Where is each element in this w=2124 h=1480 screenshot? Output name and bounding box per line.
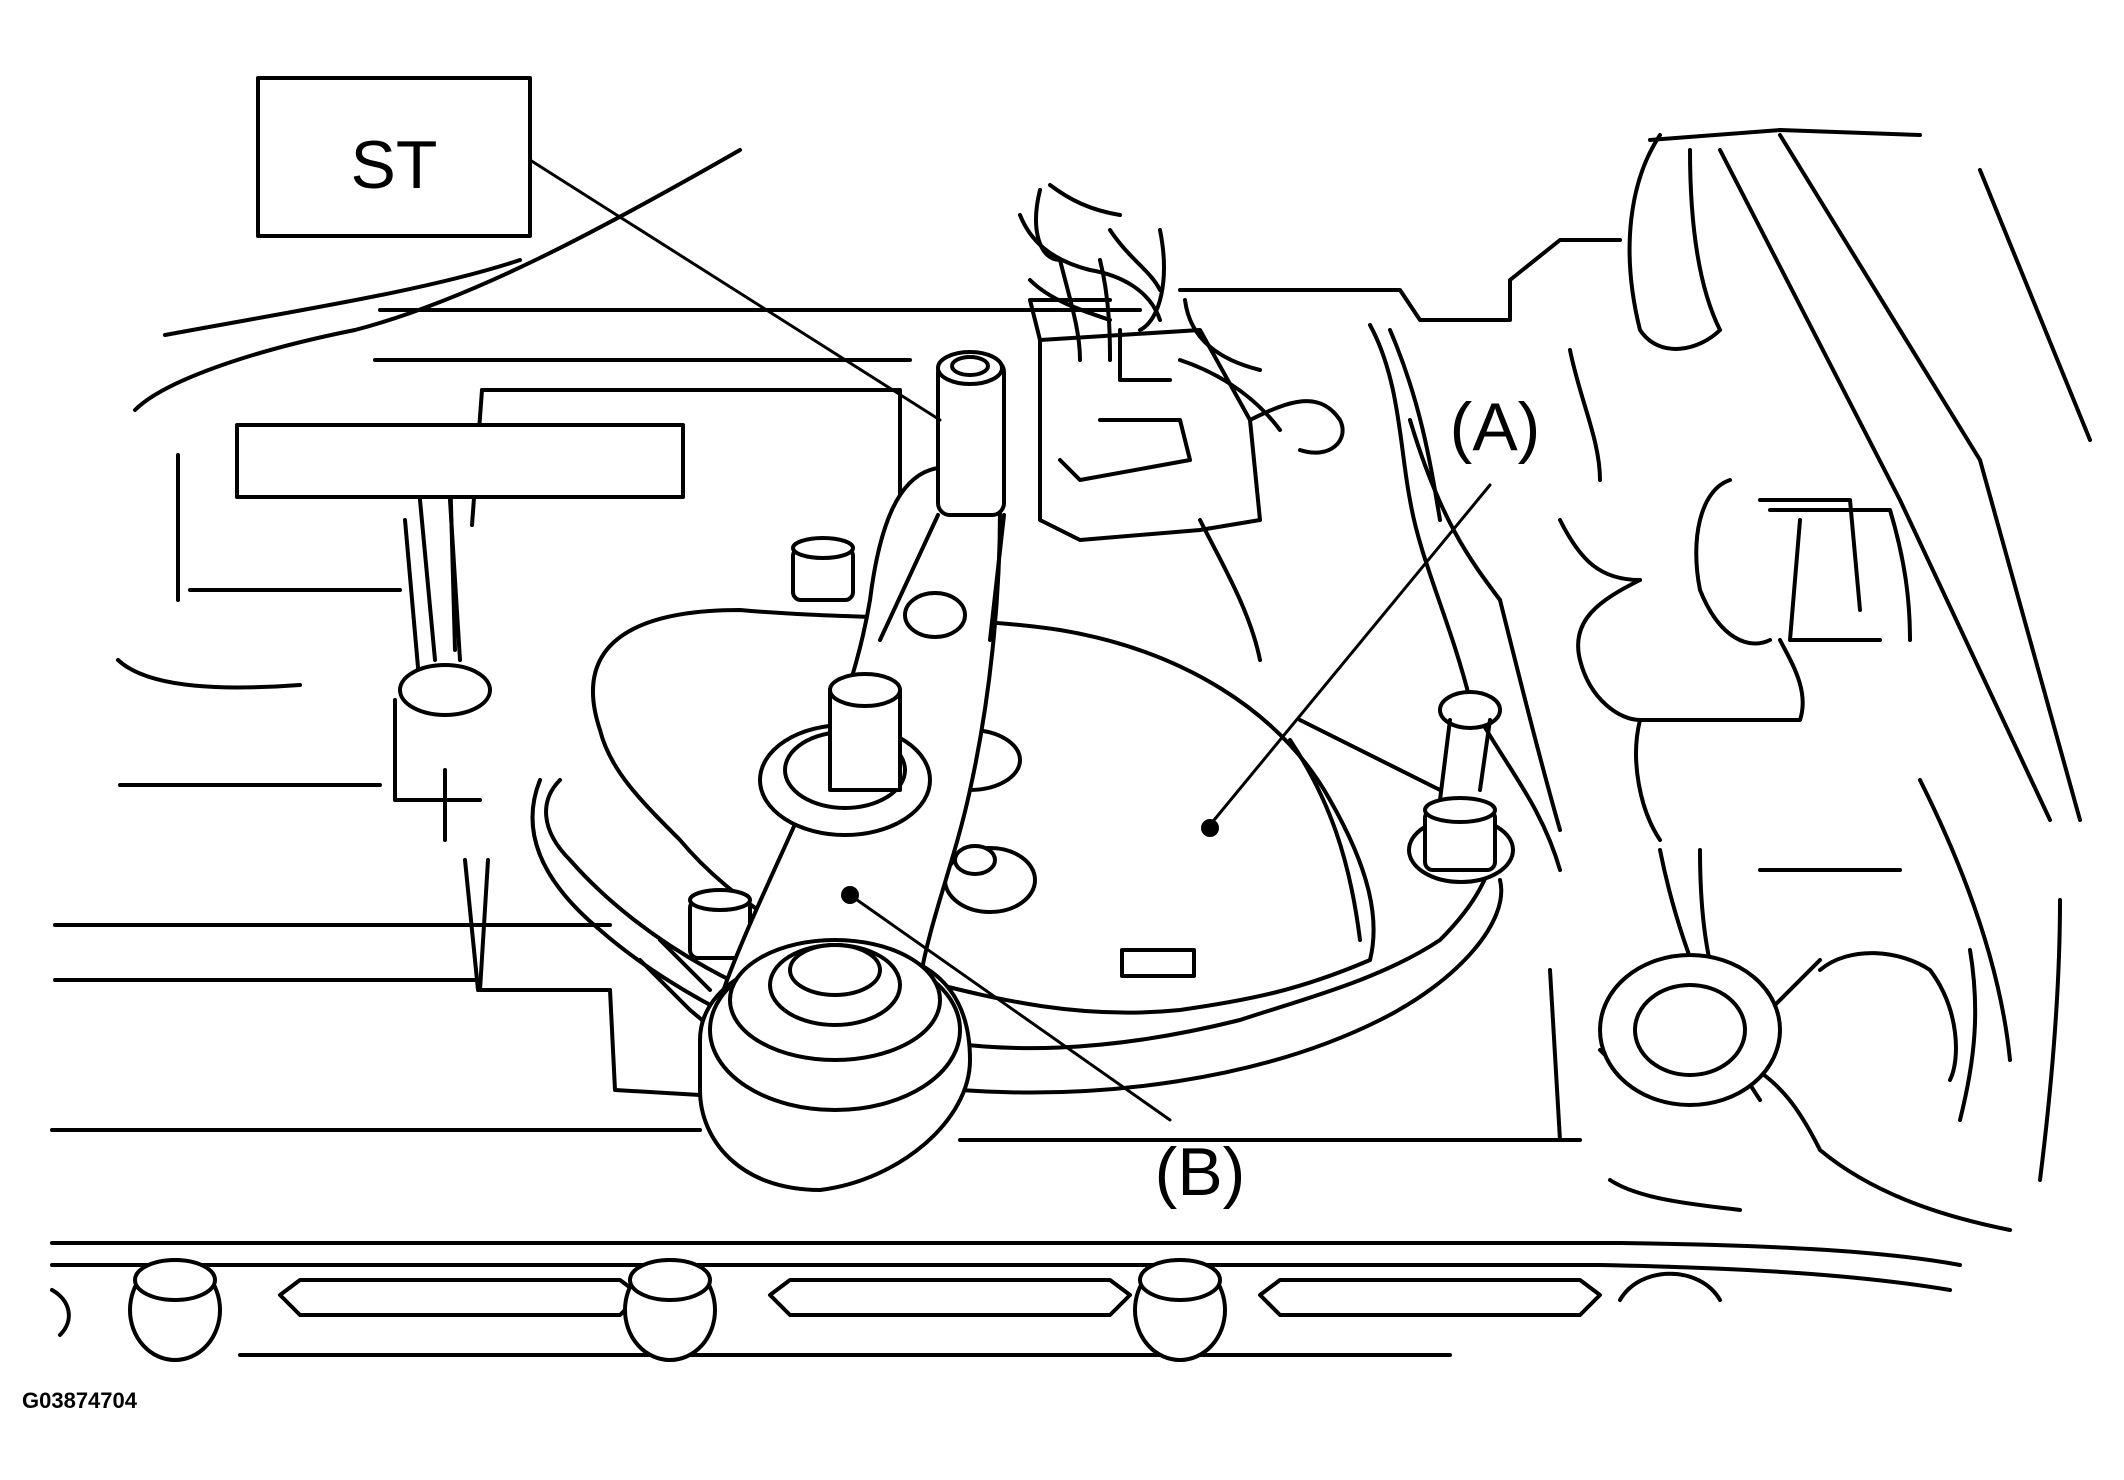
figure-code: G03874704 (22, 1388, 138, 1413)
lower-rail (50, 1241, 1962, 1362)
rail-bolt (128, 1258, 222, 1362)
callout-st-label: ST (351, 127, 438, 203)
cover-a (530, 608, 1504, 1095)
rail-bolt (623, 1258, 717, 1362)
callout-b-label: (B) (1155, 1134, 1246, 1210)
hub (1598, 953, 1782, 1107)
special-tool-st (878, 188, 1345, 662)
callout-b: (B) (848, 893, 1246, 1210)
bracket-plate (235, 423, 685, 499)
rail-bolt (1133, 1258, 1227, 1362)
callout-st: ST (256, 76, 942, 422)
housing-outline (50, 148, 1582, 1142)
lever-b (698, 465, 1002, 1192)
callout-a: (A) (1201, 389, 1540, 837)
callout-a-label: (A) (1450, 389, 1541, 465)
